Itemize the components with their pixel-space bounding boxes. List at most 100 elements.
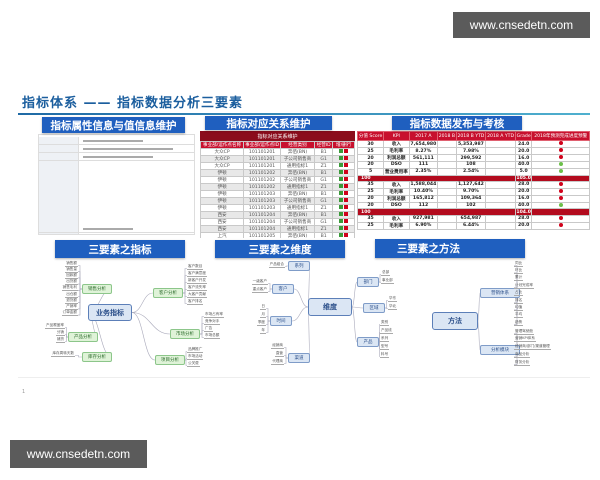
leaf-item[interactable]: 环比	[514, 267, 524, 274]
add-row-button[interactable]	[339, 198, 344, 203]
branch-node[interactable]: 区域	[363, 303, 385, 313]
add-row-button[interactable]	[339, 226, 344, 231]
delete-row-button[interactable]	[344, 233, 349, 238]
delete-row-button[interactable]	[344, 163, 349, 168]
add-row-button[interactable]	[339, 163, 344, 168]
leaf-item[interactable]: 直营	[274, 350, 284, 357]
leaf-item[interactable]: 日	[260, 303, 266, 310]
leaf-item[interactable]: 事业部	[381, 277, 394, 284]
leaf-item[interactable]: 品牌推广	[187, 346, 204, 353]
delete-row-button[interactable]	[344, 191, 349, 196]
dimensions-center-node[interactable]: 维度	[308, 298, 352, 316]
leaf-item[interactable]: 系列	[380, 335, 390, 342]
add-row-button[interactable]	[339, 149, 344, 154]
leaf-item[interactable]: 均值	[514, 304, 524, 311]
delete-row-button[interactable]	[344, 226, 349, 231]
leaf-item[interactable]: 财务分析	[514, 359, 531, 366]
add-row-button[interactable]	[339, 219, 344, 224]
leaf-item[interactable]: 新客户开发	[187, 277, 207, 284]
leaf-item[interactable]: 管理驾驶舱	[514, 328, 534, 335]
leaf-item[interactable]: 经销商/部门/渠道管理	[514, 344, 551, 351]
leaf-item[interactable]: 客户排名	[187, 298, 204, 305]
leaf-item[interactable]: 累计	[514, 275, 524, 282]
leaf-item[interactable]: 占比	[514, 290, 524, 297]
leaf-item[interactable]: 产销率	[65, 303, 78, 310]
add-row-button[interactable]	[339, 156, 344, 161]
leaf-item[interactable]: 大客户贡献	[187, 291, 207, 298]
add-row-button[interactable]	[339, 184, 344, 189]
leaf-item[interactable]: 出货额	[65, 279, 78, 286]
delete-row-button[interactable]	[344, 205, 349, 210]
delete-row-button[interactable]	[344, 198, 349, 203]
branch-node[interactable]: 渠道	[288, 353, 310, 363]
leaf-item[interactable]: 回款额	[65, 272, 78, 279]
leaf-item[interactable]: 竞争对手	[204, 318, 221, 325]
leaf-item[interactable]: 订单金额	[61, 310, 78, 317]
leaf-item[interactable]: 计划完成率	[514, 282, 534, 289]
add-row-button[interactable]	[339, 191, 344, 196]
add-row-button[interactable]	[339, 212, 344, 217]
leaf-item[interactable]: 类别	[380, 319, 390, 326]
leaf-item[interactable]: 公关费	[187, 360, 200, 367]
delete-row-button[interactable]	[344, 212, 349, 217]
leaf-item[interactable]: 市场总额	[204, 332, 221, 339]
leaf-item[interactable]: 华东	[388, 295, 398, 302]
leaf-item[interactable]: 年	[260, 327, 266, 334]
leaf-item[interactable]: 同比	[514, 260, 524, 267]
delete-row-button[interactable]	[344, 156, 349, 161]
leaf-item[interactable]: 营销KPI体系	[514, 336, 536, 343]
branch-node[interactable]: 产品分析	[68, 332, 98, 342]
leaf-item[interactable]: 铺货	[55, 336, 65, 343]
delete-row-button[interactable]	[344, 184, 349, 189]
leaf-item[interactable]: 市场活动	[187, 353, 204, 360]
branch-node[interactable]: 时间	[270, 316, 292, 326]
branch-node[interactable]: 项目分析	[155, 355, 185, 365]
leaf-item[interactable]: 销售毛利	[61, 285, 78, 292]
branch-node[interactable]: 销售分析	[82, 284, 112, 294]
add-row-button[interactable]	[339, 177, 344, 182]
leaf-item[interactable]: 出仓额	[65, 291, 78, 298]
leaf-item[interactable]: 月	[260, 311, 266, 318]
leaf-item[interactable]: 重点客户	[251, 286, 268, 293]
leaf-item[interactable]: 趋势	[514, 319, 524, 326]
leaf-item[interactable]: 市场占有率	[204, 311, 224, 318]
leaf-item[interactable]: 客户数目	[187, 263, 204, 270]
add-row-button[interactable]	[339, 205, 344, 210]
branch-node[interactable]: 客户分析	[153, 288, 183, 298]
delete-row-button[interactable]	[344, 170, 349, 175]
leaf-item[interactable]: 平均	[514, 312, 524, 319]
leaf-item[interactable]: 客户流失率	[187, 284, 207, 291]
leaf-item[interactable]: 型号	[380, 343, 390, 350]
leaf-item[interactable]: 退货额	[65, 297, 78, 304]
branch-node[interactable]: 产品	[357, 337, 379, 347]
methods-center-node[interactable]: 方法	[432, 312, 478, 330]
leaf-item[interactable]: 客户满意度	[187, 270, 207, 277]
leaf-item[interactable]: 产品线	[380, 327, 393, 334]
branch-node[interactable]: 库存分析	[82, 352, 112, 362]
add-row-button[interactable]	[339, 170, 344, 175]
branch-node[interactable]: 部门	[357, 277, 379, 287]
leaf-item[interactable]: 代理商	[271, 358, 284, 365]
branch-node[interactable]: 市场分析	[170, 329, 200, 339]
leaf-item[interactable]: 广告	[204, 325, 214, 332]
delete-row-button[interactable]	[344, 149, 349, 154]
leaf-item[interactable]: 华北	[388, 303, 398, 310]
add-row-button[interactable]	[339, 233, 344, 238]
delete-row-button[interactable]	[344, 219, 349, 224]
leaf-item[interactable]: 销售额	[65, 260, 78, 267]
leaf-item[interactable]: 排名	[514, 297, 524, 304]
leaf-item[interactable]: 料号	[380, 351, 390, 358]
leaf-item[interactable]: 销售量	[65, 266, 78, 273]
branch-node[interactable]: 营销体系	[480, 288, 520, 298]
branch-node[interactable]: 客户	[272, 284, 294, 294]
leaf-item[interactable]: 分销	[55, 329, 65, 336]
leaf-item[interactable]: 产品组合	[268, 261, 285, 268]
leaf-item[interactable]: 库存周转天数	[51, 350, 75, 357]
delete-row-button[interactable]	[344, 177, 349, 182]
leaf-item[interactable]: 经销商	[271, 342, 284, 349]
leaf-item[interactable]: 季度	[256, 319, 266, 326]
leaf-item[interactable]: 产品覆盖率	[45, 322, 65, 329]
leaf-item[interactable]: 总部	[381, 269, 391, 276]
indicators-center-node[interactable]: 业务指标	[88, 304, 132, 321]
leaf-item[interactable]: 一级客户	[251, 278, 268, 285]
